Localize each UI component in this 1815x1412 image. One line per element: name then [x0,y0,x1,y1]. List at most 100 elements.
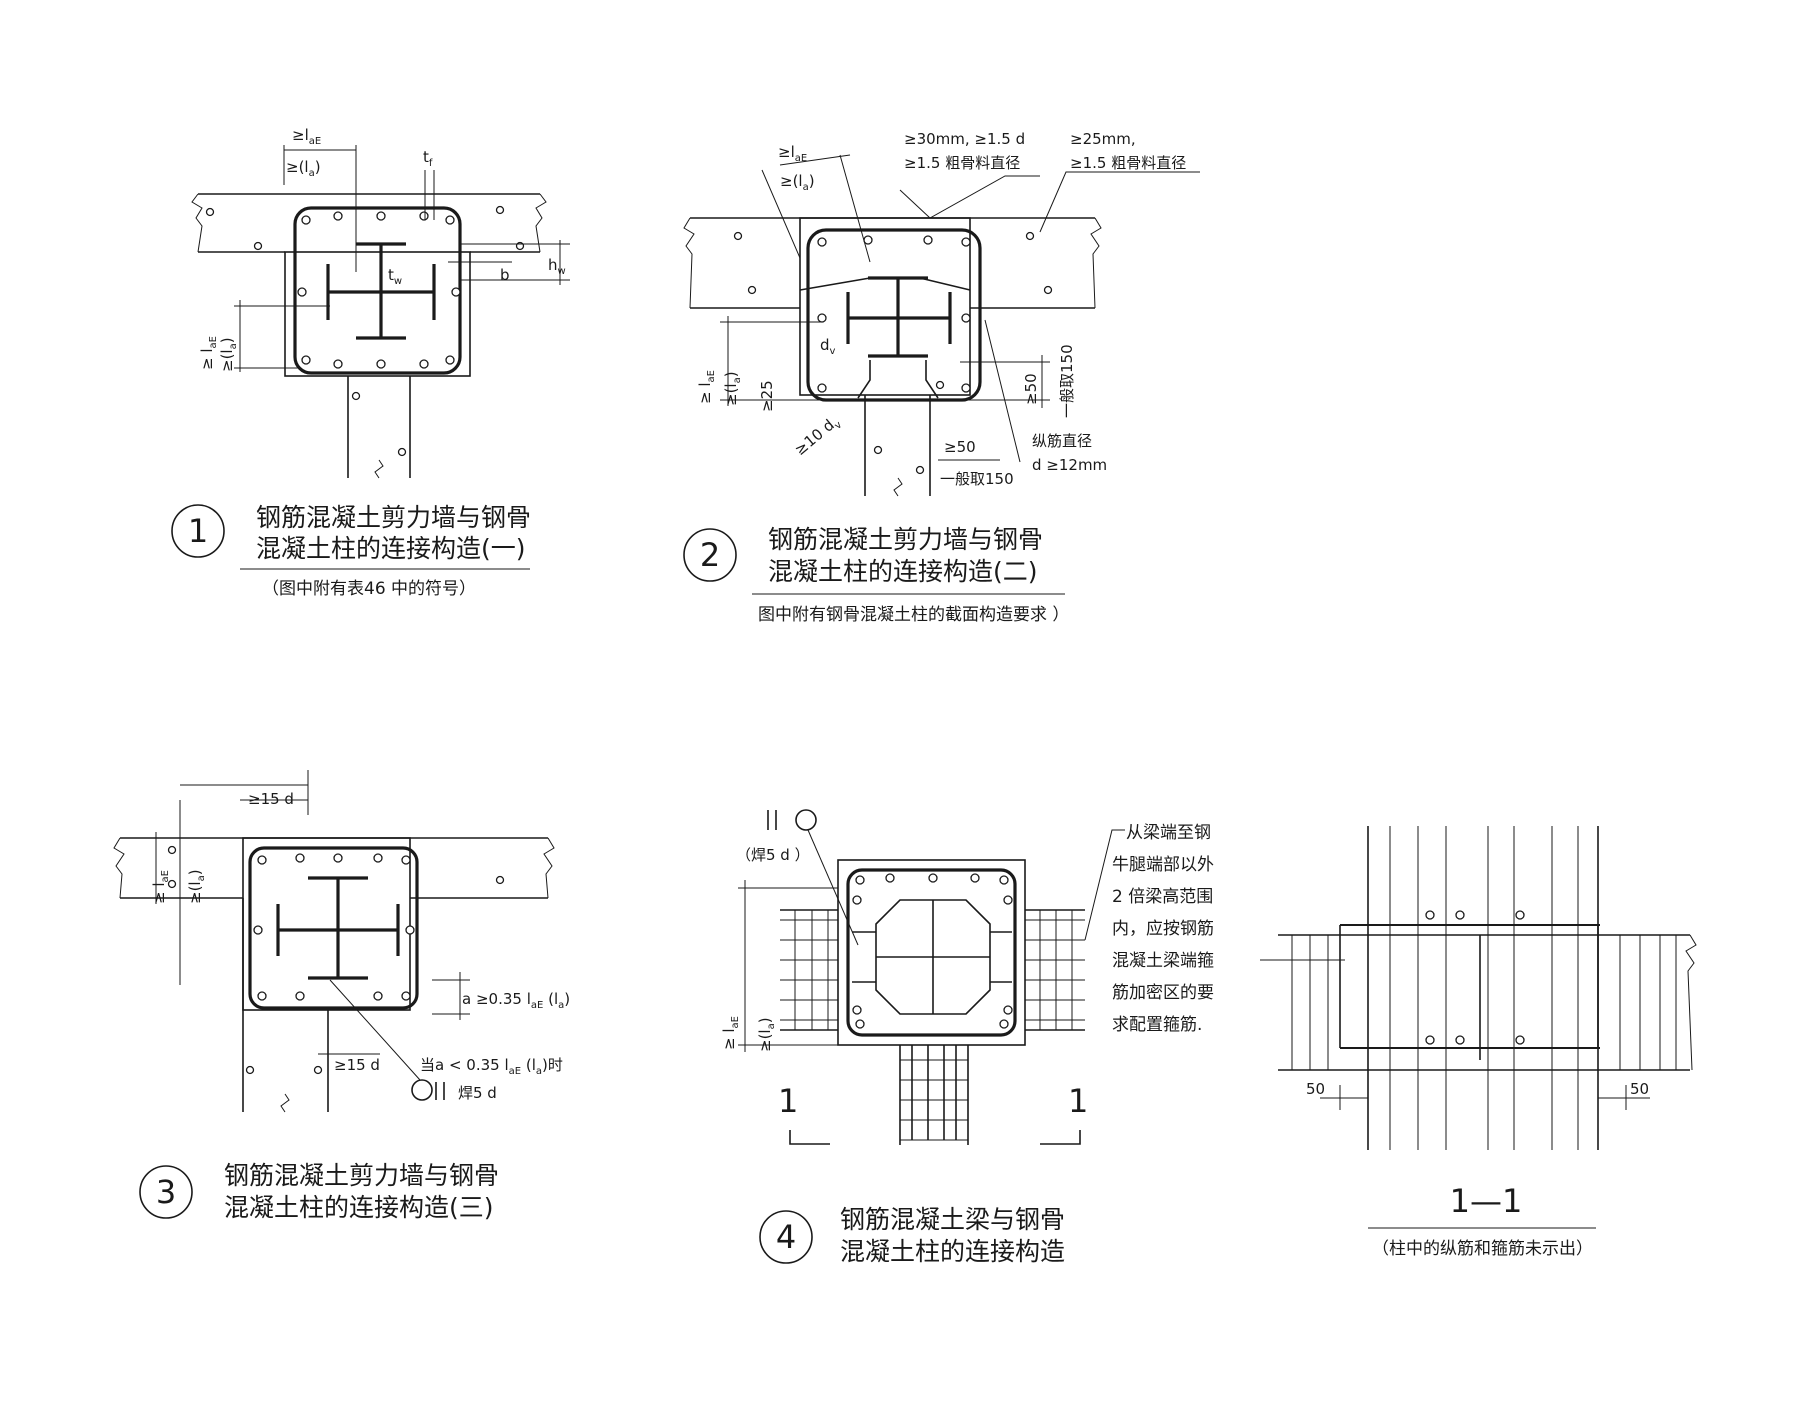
d2-dim-50b [938,319,1021,463]
d2-ge25-label: ≥25 [758,380,776,412]
s11-flanges [1340,924,1600,1049]
d1-steel-section [326,242,436,340]
d4-steel-flanges [852,900,1012,1014]
d4-beam-edges [780,909,1085,1031]
d2-longbar-line1: 纵筋直径 [1032,432,1092,450]
d2-10dv-label: ≥10 dv [791,412,844,461]
d2-dim-lae [761,154,871,263]
d1-rebars [205,205,525,457]
d4-note-line-4: 内，应按钢筋 [1112,919,1214,939]
d2-title-line2: 混凝土柱的连接构造(二) [768,557,1038,586]
d3-weld-mark [435,1082,445,1100]
d2-la-label: ≥(la) [780,172,815,193]
d1-la-label: ≥(la) [286,158,321,179]
d2-number-circle [683,528,737,582]
d2-lae-label: ≥laE [778,143,807,164]
d4-note-line-2: 牛腿端部以外 [1112,855,1214,875]
d1-title-line2: 混凝土柱的连接构造(一) [256,534,526,563]
d2-cover2-line2: ≥1.5 粗骨料直径 [1070,154,1186,172]
d2-ge50a-label: ≥50 [1022,373,1040,405]
d3-number: 3 [156,1173,176,1211]
d2-dim-side [720,316,822,406]
d3-stirrup [248,846,419,1010]
detail-3: ≥15 d ≥ laE ≥(la) a ≥0.35 laE (la) ≥15 d… [113,770,570,1222]
d3-a035-label: a ≥0.35 laE (la) [462,990,570,1011]
d1-column-outline [284,251,471,377]
d4-weld-label: （焊5 d ） [736,846,810,864]
s11-column-edges [1367,826,1599,1150]
s11-beam-stirrups [1291,935,1677,1070]
d4-number-circle [759,1210,813,1264]
d3-title-line1: 钢筋混凝土剪力墙与钢骨 [224,1161,499,1190]
s11-beam-edges [1278,934,1690,1071]
d3-title-line2: 混凝土柱的连接构造(三) [224,1193,494,1222]
d3-15d-top-label: ≥15 d [248,790,294,808]
d2-note: 图中附有钢骨混凝土柱的截面构造要求 ） [758,605,1069,625]
d2-ge50b-label: ≥50 [944,438,976,456]
d4-stirrup [846,868,1017,1037]
s11-dim50-right: 50 [1630,1080,1649,1098]
d3-when-label: 当a < 0.35 laE (la)时 [420,1056,563,1077]
d3-weld-label: 焊5 d [458,1084,497,1102]
d3-side-lae: ≥ laE [150,870,171,904]
d1-tw-label: tw [388,266,402,287]
d1-b-label: b [500,266,510,284]
d2-lower-wall [864,395,931,496]
s11-break-right [1685,934,1697,1071]
d2-typ150a-label: 一般取150 [1058,344,1076,418]
d3-15d-bot-label: ≥15 d [334,1056,380,1074]
d3-weld-symbol [411,1079,433,1101]
detail-2: ≥laE ≥(la) ≥30mm, ≥1.5 d ≥1.5 粗骨料直径 ≥25m… [683,130,1200,625]
section-1-1: 50 50 1—1 （柱中的纵筋和箍筋未示出） [1260,826,1697,1259]
d1-dim-side [234,300,330,372]
d3-dim-side [150,832,190,904]
d1-number: 1 [188,512,208,550]
s11-rebars [1425,910,1525,1045]
d2-stirrup [806,228,982,402]
d4-note-leader [1084,829,1125,941]
s11-column-lines [1389,826,1579,1150]
d1-side-la: ≥(la) [218,337,239,372]
d1-wall-edges [198,193,540,253]
d4-lower-stirrups [900,1059,968,1141]
d2-web-extension [857,360,939,399]
d1-lower-break [374,459,384,479]
d1-dim-lae [283,145,357,272]
d1-lower-wall [347,376,411,478]
d2-lower-break [893,477,903,497]
d2-longbar-line2: d ≥12mm [1032,456,1107,474]
d4-rebars [852,873,1013,1029]
d4-title-line1: 钢筋混凝土梁与钢骨 [840,1205,1065,1234]
d4-weld-symbol [795,809,817,831]
d3-side-la: ≥(la) [186,869,207,904]
d3-dim-a [432,972,470,1020]
d2-cover1-line1: ≥30mm, ≥1.5 d [904,130,1025,148]
d3-break-right [543,837,555,899]
d2-rebars [733,231,1053,475]
d3-dim-15d-top [179,770,309,985]
d1-tf-label: tf [423,148,433,169]
d1-side-lae: ≥ laE [198,336,219,370]
s11-dim-50 [1320,1085,1650,1110]
d2-break-right [1090,217,1102,309]
d3-number-circle [139,1165,193,1219]
d4-column-outline [837,859,1026,1046]
d1-dim-hw [460,240,570,285]
s11-title: 1—1 [1450,1182,1523,1220]
d4-lower-beam [899,1045,969,1145]
d4-steel-octagon [875,899,991,1015]
d4-weld-leader [807,829,859,946]
d1-break-left [191,193,203,253]
d3-rebars [167,845,505,1075]
d4-note-line-5: 混凝土梁端箍 [1112,951,1214,971]
d4-dim-side [738,880,838,1052]
d2-cover1-line2: ≥1.5 粗骨料直径 [904,154,1020,172]
d4-beam-stirrups [780,910,1085,1030]
s11-note: （柱中的纵筋和箍筋未示出） [1372,1239,1593,1259]
d4-side-la: ≥(la) [756,1017,777,1052]
d2-side-la: ≥(la) [722,371,743,406]
d1-break-right [535,193,547,253]
d2-typ150b-label: 一般取150 [940,470,1014,488]
d3-break-left [113,837,125,899]
